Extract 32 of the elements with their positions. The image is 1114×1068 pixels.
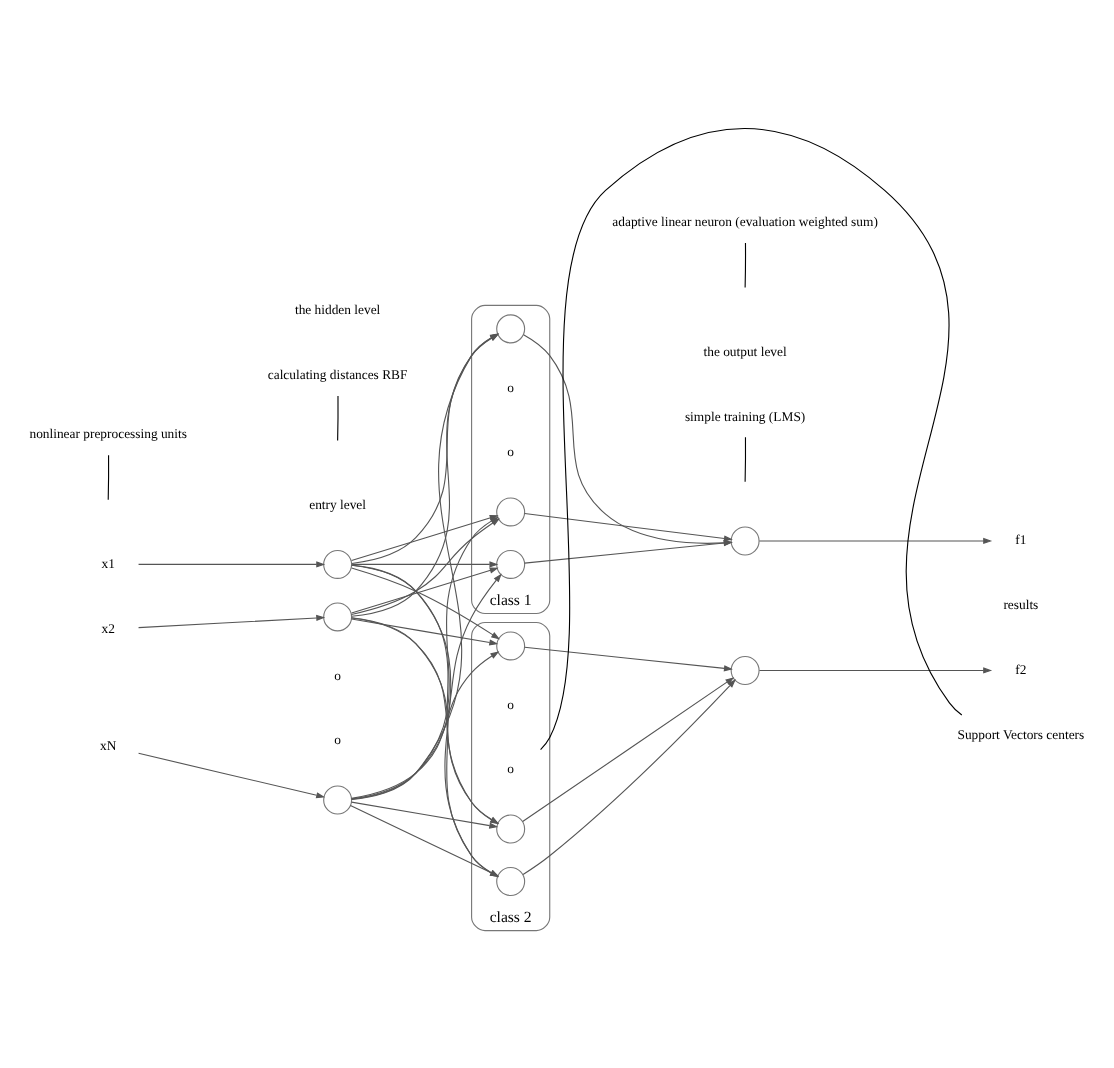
connector (744, 436, 747, 483)
connector (540, 127, 963, 751)
node-circle (496, 866, 526, 896)
node-circle (730, 526, 760, 556)
arrow (758, 537, 993, 545)
arrow (524, 646, 733, 672)
arrow (138, 752, 326, 799)
arrow (522, 679, 736, 876)
arrow (351, 567, 501, 640)
node-circle (496, 814, 526, 844)
arrow (524, 513, 733, 542)
arrow (351, 567, 499, 614)
node-circle (323, 602, 353, 632)
connector (744, 242, 747, 289)
arrow (524, 539, 733, 564)
arrow (758, 667, 993, 674)
node-circle (496, 631, 526, 661)
arrow (351, 618, 499, 646)
node-circle (496, 549, 526, 579)
connector (337, 395, 339, 442)
arrow (523, 334, 733, 546)
node-circle (496, 314, 526, 344)
node-circle (496, 497, 526, 527)
arrow (351, 561, 499, 568)
arrow (351, 651, 500, 799)
connector (107, 454, 110, 501)
arrow (138, 561, 326, 568)
arrow (138, 614, 326, 629)
node-circle (730, 655, 760, 685)
arrow (522, 677, 735, 823)
node-circle (323, 785, 353, 815)
node-circle (323, 549, 353, 579)
